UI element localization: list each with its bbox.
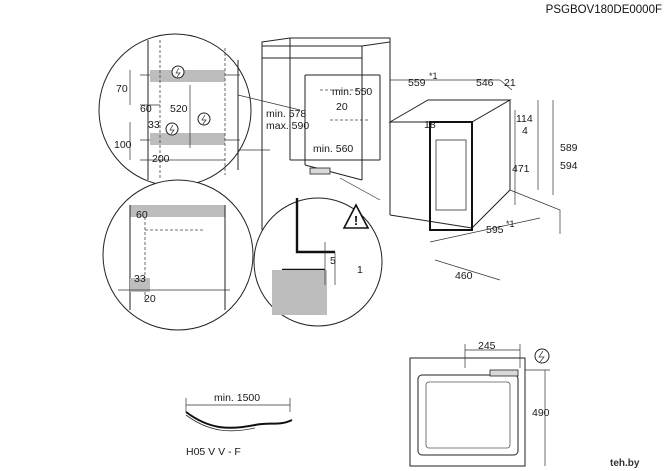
dim-label: 460 bbox=[455, 270, 473, 282]
dim-label: 60 bbox=[140, 103, 152, 115]
dim-label: 4 bbox=[522, 125, 528, 137]
cable-type-label: H05 V V - F bbox=[186, 446, 241, 458]
dim-label: 589 bbox=[560, 142, 578, 154]
cable-drawing: min. 1500 H05 V V - F bbox=[185, 392, 293, 458]
dim-label: 1 bbox=[357, 264, 363, 276]
dim-label: 20 bbox=[336, 101, 348, 113]
dim-label: 200 bbox=[152, 153, 170, 165]
dim-label: 559 bbox=[408, 77, 426, 89]
power-icon bbox=[534, 348, 550, 364]
dim-footnote: *1 bbox=[429, 71, 438, 81]
dim-label: 70 bbox=[116, 83, 128, 95]
dim-label: 33 bbox=[148, 119, 160, 131]
dim-label: 21 bbox=[504, 77, 516, 89]
dim-footnote: *1 bbox=[506, 219, 515, 229]
detail-circle-top-left: 70 60 520 33 100 200 bbox=[98, 33, 252, 187]
dim-label: 100 bbox=[114, 139, 132, 151]
dim-label: 595 bbox=[486, 224, 504, 236]
dim-label: 520 bbox=[170, 103, 188, 115]
oven-drawing: 559 *1 546 21 18 114 4 471 589 594 595 *… bbox=[388, 71, 578, 282]
warning-icon bbox=[342, 203, 370, 229]
power-icon bbox=[197, 112, 211, 126]
dim-label: 245 bbox=[478, 340, 496, 352]
cable-length-label: min. 1500 bbox=[214, 392, 260, 404]
dim-label: 18 bbox=[424, 119, 436, 131]
side-view-drawing: 245 490 bbox=[409, 340, 550, 467]
power-icon bbox=[171, 65, 185, 79]
dim-label: min. 560 bbox=[313, 143, 353, 155]
dim-label: 60 bbox=[136, 209, 148, 221]
dim-label: 33 bbox=[134, 273, 146, 285]
dim-label: 490 bbox=[532, 407, 550, 419]
detail-circle-bottom-left: 60 33 20 bbox=[102, 179, 254, 331]
watermark-text: teh.by bbox=[610, 458, 640, 469]
watermark-logo: teh.by bbox=[606, 455, 666, 470]
cabinet-drawing: min. 550 20 min. 578 max. 590 min. 560 bbox=[261, 37, 391, 230]
dim-label: 20 bbox=[144, 293, 156, 305]
power-icon bbox=[165, 122, 179, 136]
dim-label: max. 590 bbox=[266, 120, 309, 132]
dim-label: 594 bbox=[560, 160, 578, 172]
dim-label: 5 bbox=[330, 255, 336, 267]
dim-label: 471 bbox=[512, 163, 530, 175]
dim-label: min. 550 bbox=[332, 86, 372, 98]
dim-label: min. 578 bbox=[266, 108, 306, 120]
dim-label: 114 bbox=[516, 113, 533, 125]
dim-label: 546 bbox=[476, 77, 494, 89]
svg-text:!: ! bbox=[354, 213, 358, 228]
model-code: PSGBOV180DE0000F bbox=[546, 4, 662, 16]
detail-circle-bottom-mid: 5 1 ! bbox=[253, 197, 383, 327]
